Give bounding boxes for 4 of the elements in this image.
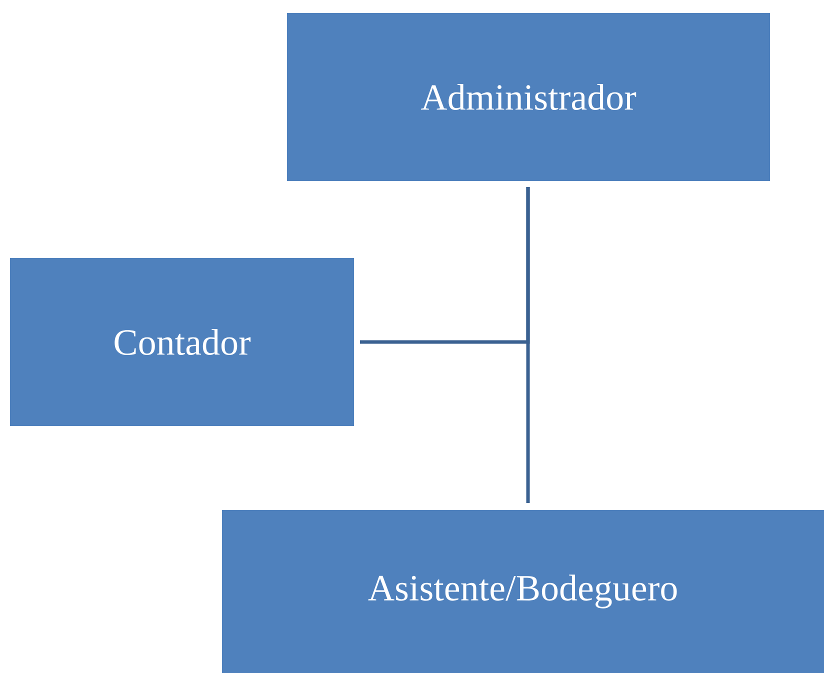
org-box: Asistente/Bodeguero: [222, 510, 824, 673]
org-box: Administrador: [287, 13, 770, 181]
connector-line: [360, 187, 530, 344]
org-box: Contador: [10, 258, 354, 426]
